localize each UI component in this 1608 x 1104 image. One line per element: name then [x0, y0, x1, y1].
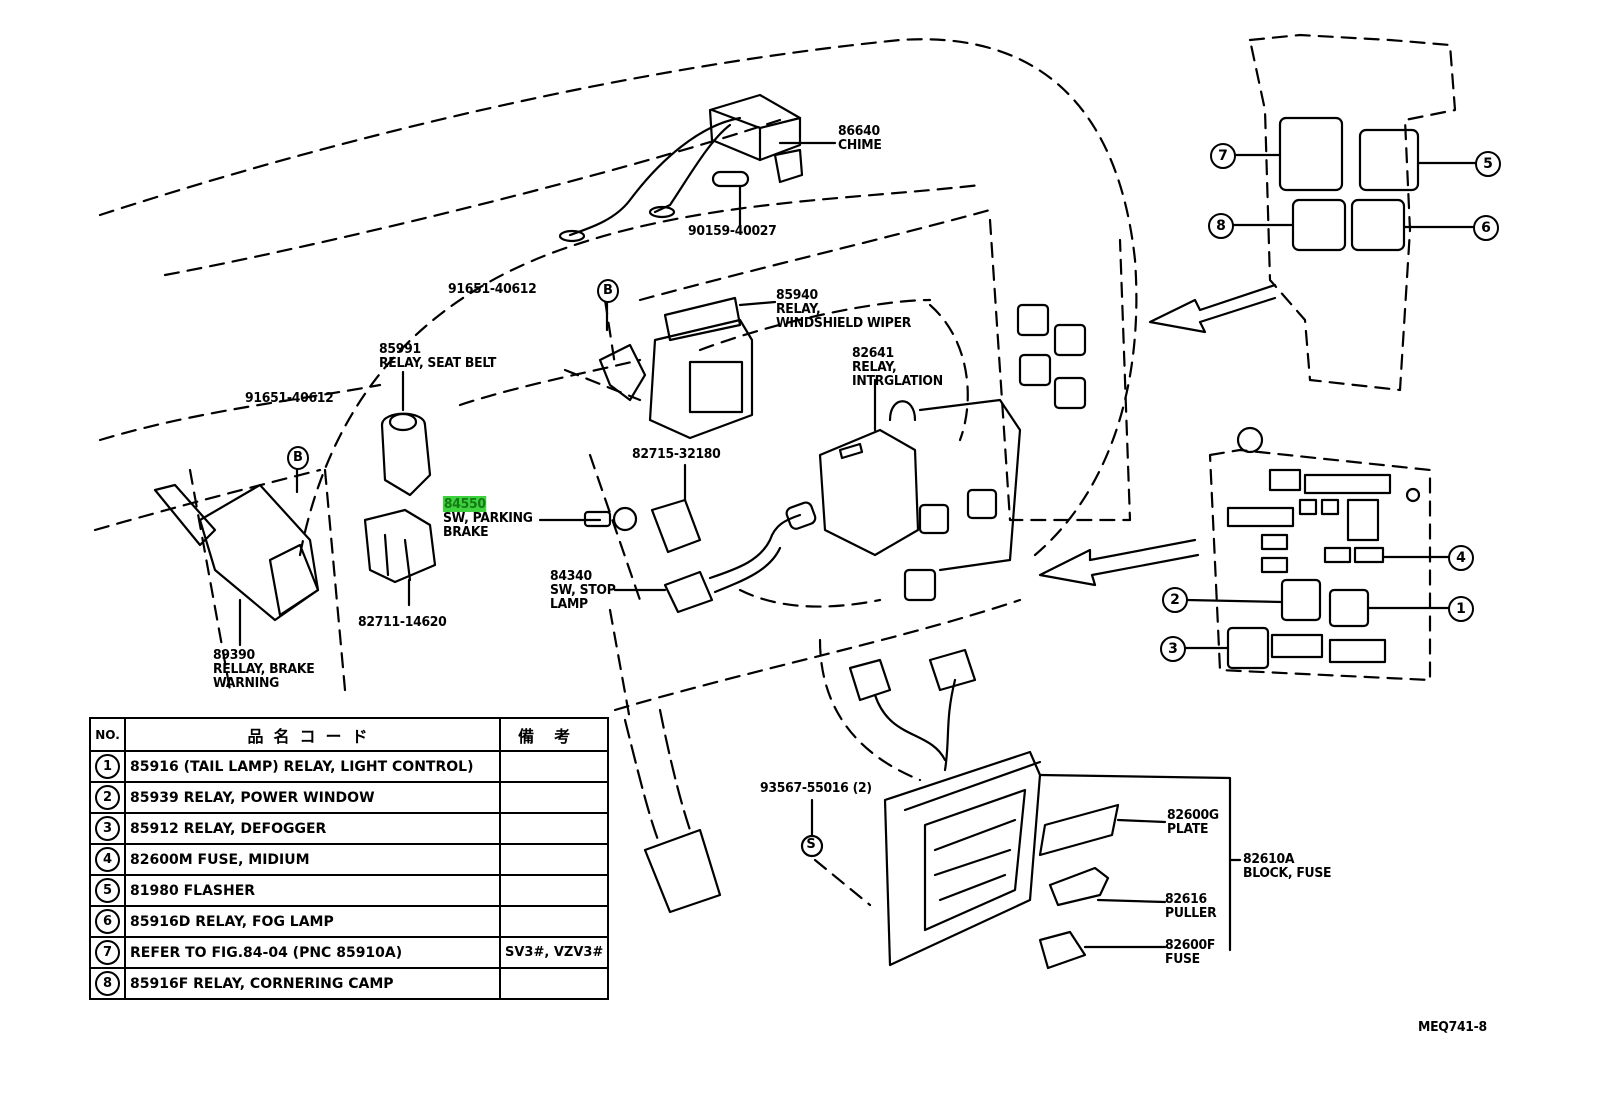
highlighted-part-number: 84550: [443, 496, 487, 512]
row-number: 3: [95, 816, 120, 841]
callout-6: 6: [1473, 215, 1499, 241]
chime-drawing: [558, 93, 837, 243]
table-header: NO. 品名コード 備考: [89, 717, 610, 752]
callout-5: 5: [1475, 151, 1501, 177]
inset-relay-box-drawing: [1230, 116, 1477, 252]
row-code: 82600M FUSE, MIDIUM: [124, 843, 501, 876]
row-number: 6: [95, 909, 120, 934]
wiper-relay-drawing: [598, 296, 777, 440]
row-remarks: [498, 781, 610, 814]
row-remarks: [498, 812, 610, 845]
bolt-chime-label: 90159-40027: [688, 223, 777, 239]
row-number: 4: [95, 847, 120, 872]
arrow-lower: [1038, 538, 1200, 587]
row-number: 2: [95, 785, 120, 810]
row-number: 5: [95, 878, 120, 903]
callout-8: 8: [1208, 213, 1234, 239]
callout-1: 1: [1448, 596, 1474, 622]
stop-lamp-switch-drawing: [613, 501, 817, 614]
parking-brake-switch-drawing: [538, 463, 702, 554]
row-remarks: SV3#, VZV3#: [498, 936, 610, 969]
marker-s: S: [806, 837, 816, 852]
row-code: 85916F RELAY, CORNERING CAMP: [124, 967, 501, 1000]
inset-fuse-box-drawing: [1183, 426, 1452, 670]
seat-belt-relay-drawing: [380, 370, 432, 497]
row-code: 81980 FLASHER: [124, 874, 501, 907]
row-number: 1: [95, 754, 120, 779]
pedal-drawing: [643, 828, 722, 914]
bolt-b-left-label: 91651-40612: [245, 390, 334, 406]
row-code: 85912 RELAY, DEFOGGER: [124, 812, 501, 845]
relay-cluster-drawing: [903, 303, 1087, 602]
row-remarks: [498, 874, 610, 907]
row-remarks: [498, 905, 610, 938]
row-code: 85939 RELAY, POWER WINDOW: [124, 781, 501, 814]
diagram-id: MEQ741-8: [1418, 1019, 1487, 1035]
connector-82715-label: 82715-32180: [632, 446, 721, 462]
row-remarks: [498, 843, 610, 876]
dashboard-outline: [93, 33, 1457, 907]
row-remarks: [498, 750, 610, 783]
callout-3: 3: [1160, 636, 1186, 662]
row-code: REFER TO FIG.84-04 (PNC 85910A): [124, 936, 501, 969]
row-code: 85916D RELAY, FOG LAMP: [124, 905, 501, 938]
row-code: 85916 (TAIL LAMP) RELAY, LIGHT CONTROL): [124, 750, 501, 783]
bolt-b-upper-label: 91651-40612: [448, 281, 537, 297]
callout-4: 4: [1448, 545, 1474, 571]
marker-b-upper: B: [597, 279, 619, 303]
header-remarks: 備考: [498, 717, 610, 752]
pedal-arm-outline: [623, 708, 692, 847]
brake-warning-relay-drawing: [153, 468, 320, 647]
row-number: 7: [95, 940, 120, 965]
callout-2: 2: [1162, 587, 1188, 613]
screw-label: 93567-55016 (2): [760, 780, 872, 796]
fuse-block-drawing: [800, 648, 1242, 970]
header-no: NO.: [89, 717, 126, 752]
row-number: 8: [95, 971, 120, 996]
connector-82711-label: 82711-14620: [358, 614, 447, 630]
header-code: 品名コード: [124, 717, 501, 752]
arrow-upper: [1148, 283, 1277, 334]
row-remarks: [498, 967, 610, 1000]
integration-relay-drawing: [818, 378, 1022, 572]
marker-b-left: B: [287, 446, 309, 470]
connector-82711-drawing: [363, 508, 437, 607]
callout-7: 7: [1210, 143, 1236, 169]
